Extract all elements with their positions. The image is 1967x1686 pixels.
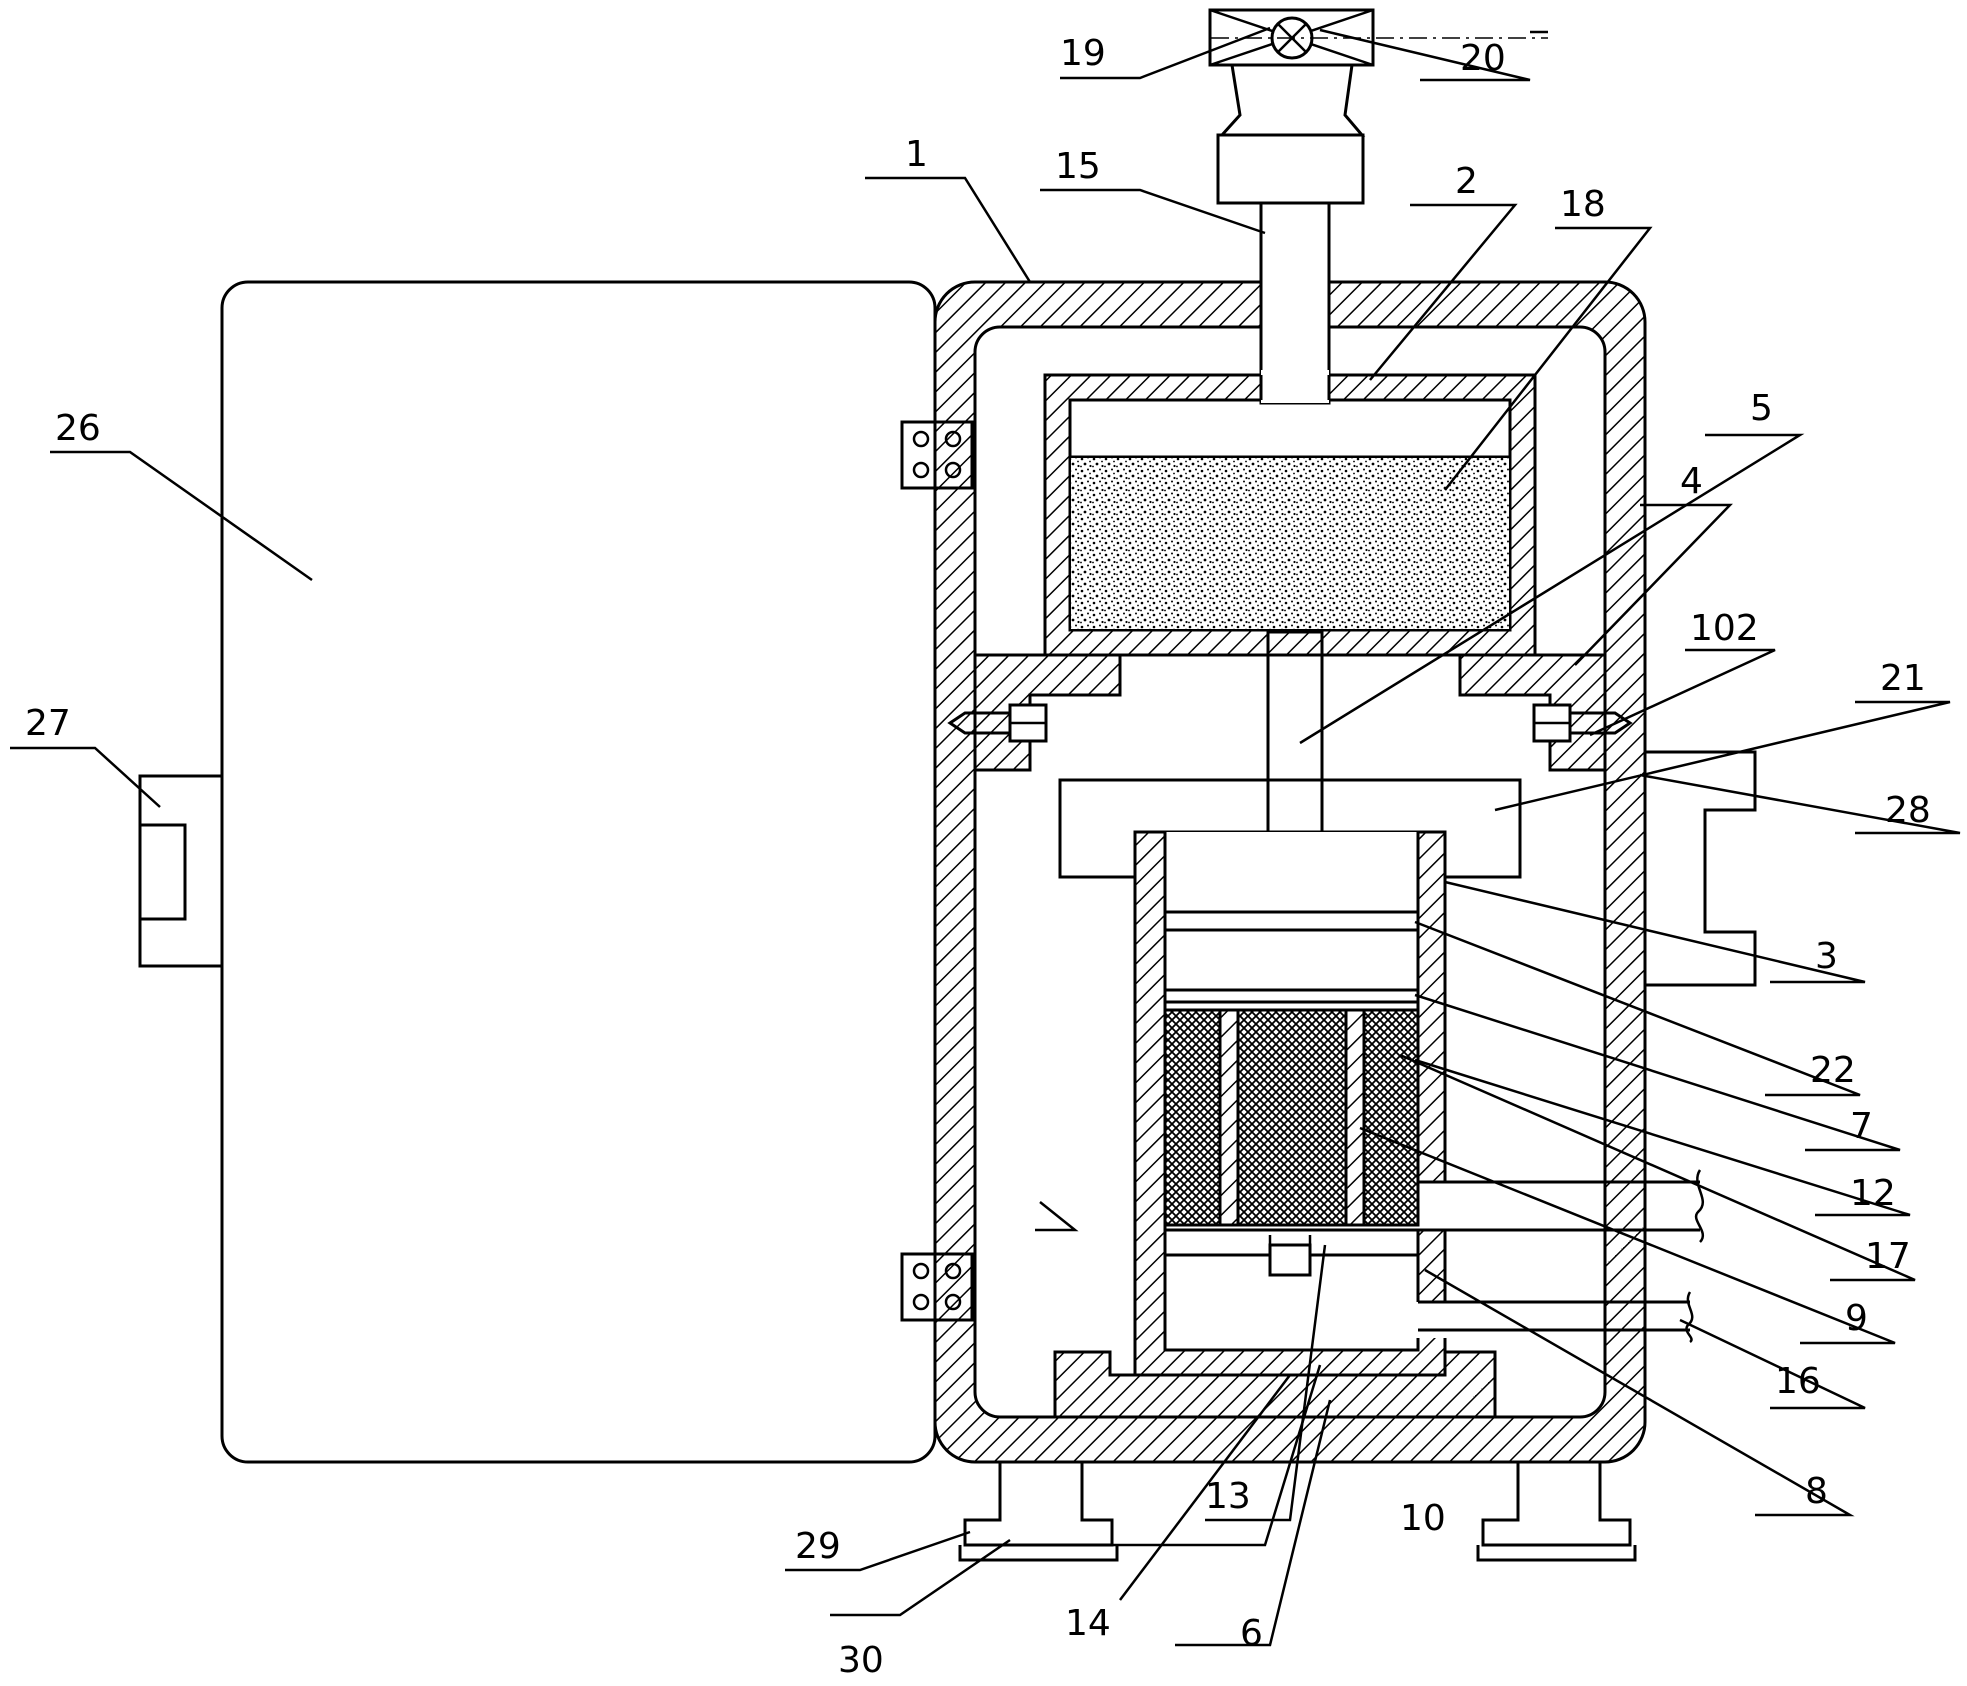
label-19: 19 (1060, 33, 1106, 74)
top-valve (1208, 8, 1548, 205)
outlet-pipe-upper (1418, 1169, 1705, 1243)
shaft (1266, 630, 1324, 834)
label-5: 5 (1750, 388, 1773, 429)
label-102: 102 (1690, 608, 1759, 649)
part-labels: 19 20 1 15 2 18 26 5 4 102 21 27 28 3 22… (25, 33, 1931, 1681)
mount-plate-right (1458, 653, 1633, 772)
label-1: 1 (905, 134, 928, 175)
door-panel (220, 280, 937, 1464)
label-2: 2 (1455, 161, 1478, 202)
foot-left (958, 1462, 1119, 1562)
foot-right (1476, 1462, 1637, 1562)
label-17: 17 (1865, 1236, 1911, 1277)
filter-box (1043, 370, 1537, 657)
label-26: 26 (55, 408, 101, 449)
label-10: 10 (1400, 1498, 1446, 1539)
label-7: 7 (1850, 1106, 1873, 1147)
outlet-pipe-lower (1418, 1291, 1694, 1344)
label-9: 9 (1845, 1298, 1868, 1339)
label-28: 28 (1885, 790, 1931, 831)
base-seat (1053, 1350, 1497, 1419)
label-12: 12 (1850, 1173, 1896, 1214)
label-14: 14 (1065, 1603, 1111, 1644)
door-handle (138, 774, 222, 968)
label-4: 4 (1680, 461, 1703, 502)
hinge-lower (900, 1252, 974, 1322)
label-18: 18 (1560, 184, 1606, 225)
piston (1165, 910, 1418, 1004)
filter-cartridge (1163, 1008, 1420, 1277)
hinge-upper (900, 420, 974, 490)
label-27: 27 (25, 703, 71, 744)
label-8: 8 (1805, 1471, 1828, 1512)
side-bracket (1645, 750, 1757, 987)
label-20: 20 (1460, 38, 1506, 79)
label-6: 6 (1240, 1613, 1263, 1654)
label-21: 21 (1880, 658, 1926, 699)
label-30: 30 (838, 1640, 884, 1681)
mount-plate-left (947, 653, 1122, 772)
label-16: 16 (1775, 1361, 1821, 1402)
label-29: 29 (795, 1526, 841, 1567)
label-3: 3 (1815, 936, 1838, 977)
label-13: 13 (1205, 1476, 1251, 1517)
leader-lines (10, 26, 1961, 1647)
label-22: 22 (1810, 1050, 1856, 1091)
label-15: 15 (1055, 146, 1101, 187)
